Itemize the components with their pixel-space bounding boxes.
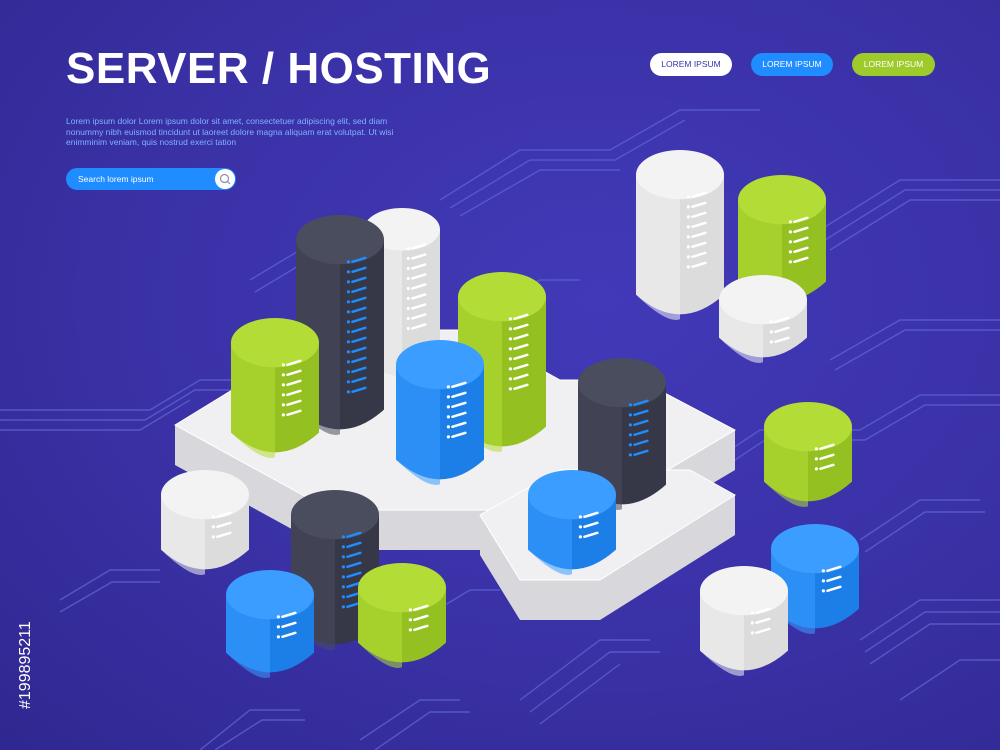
- server-lime-front: [358, 563, 446, 668]
- search-bar: [66, 168, 236, 190]
- server-white-short-back: [719, 275, 807, 363]
- server-white-tall-back: [636, 150, 724, 320]
- lorem-ipsum-button-blue[interactable]: LOREM IPSUM: [751, 53, 833, 76]
- lorem-ipsum-button-lime[interactable]: LOREM IPSUM: [852, 53, 935, 76]
- server-blue-center: [396, 340, 484, 485]
- server-white-front-right: [700, 566, 788, 676]
- server-lime-right: [764, 402, 852, 507]
- server-blue-platform: [528, 470, 616, 575]
- page-description: Lorem ipsum dolor Lorem ipsum dolor sit …: [66, 116, 394, 147]
- server-blue-front: [226, 570, 314, 678]
- search-input[interactable]: [66, 168, 218, 190]
- circuit-lines: [0, 109, 1000, 750]
- server-lime-left: [231, 318, 319, 458]
- server-blue-right: [771, 524, 859, 634]
- stock-id-text: #199895211: [17, 621, 34, 709]
- server-units: [161, 150, 859, 678]
- stock-id-watermark: #199895211: [16, 520, 36, 720]
- server-white-left: [161, 470, 249, 575]
- lorem-ipsum-button-white[interactable]: LOREM IPSUM: [650, 53, 732, 76]
- search-button[interactable]: [215, 169, 235, 189]
- page-title: SERVER / HOSTING: [66, 44, 492, 93]
- search-icon: [219, 173, 231, 185]
